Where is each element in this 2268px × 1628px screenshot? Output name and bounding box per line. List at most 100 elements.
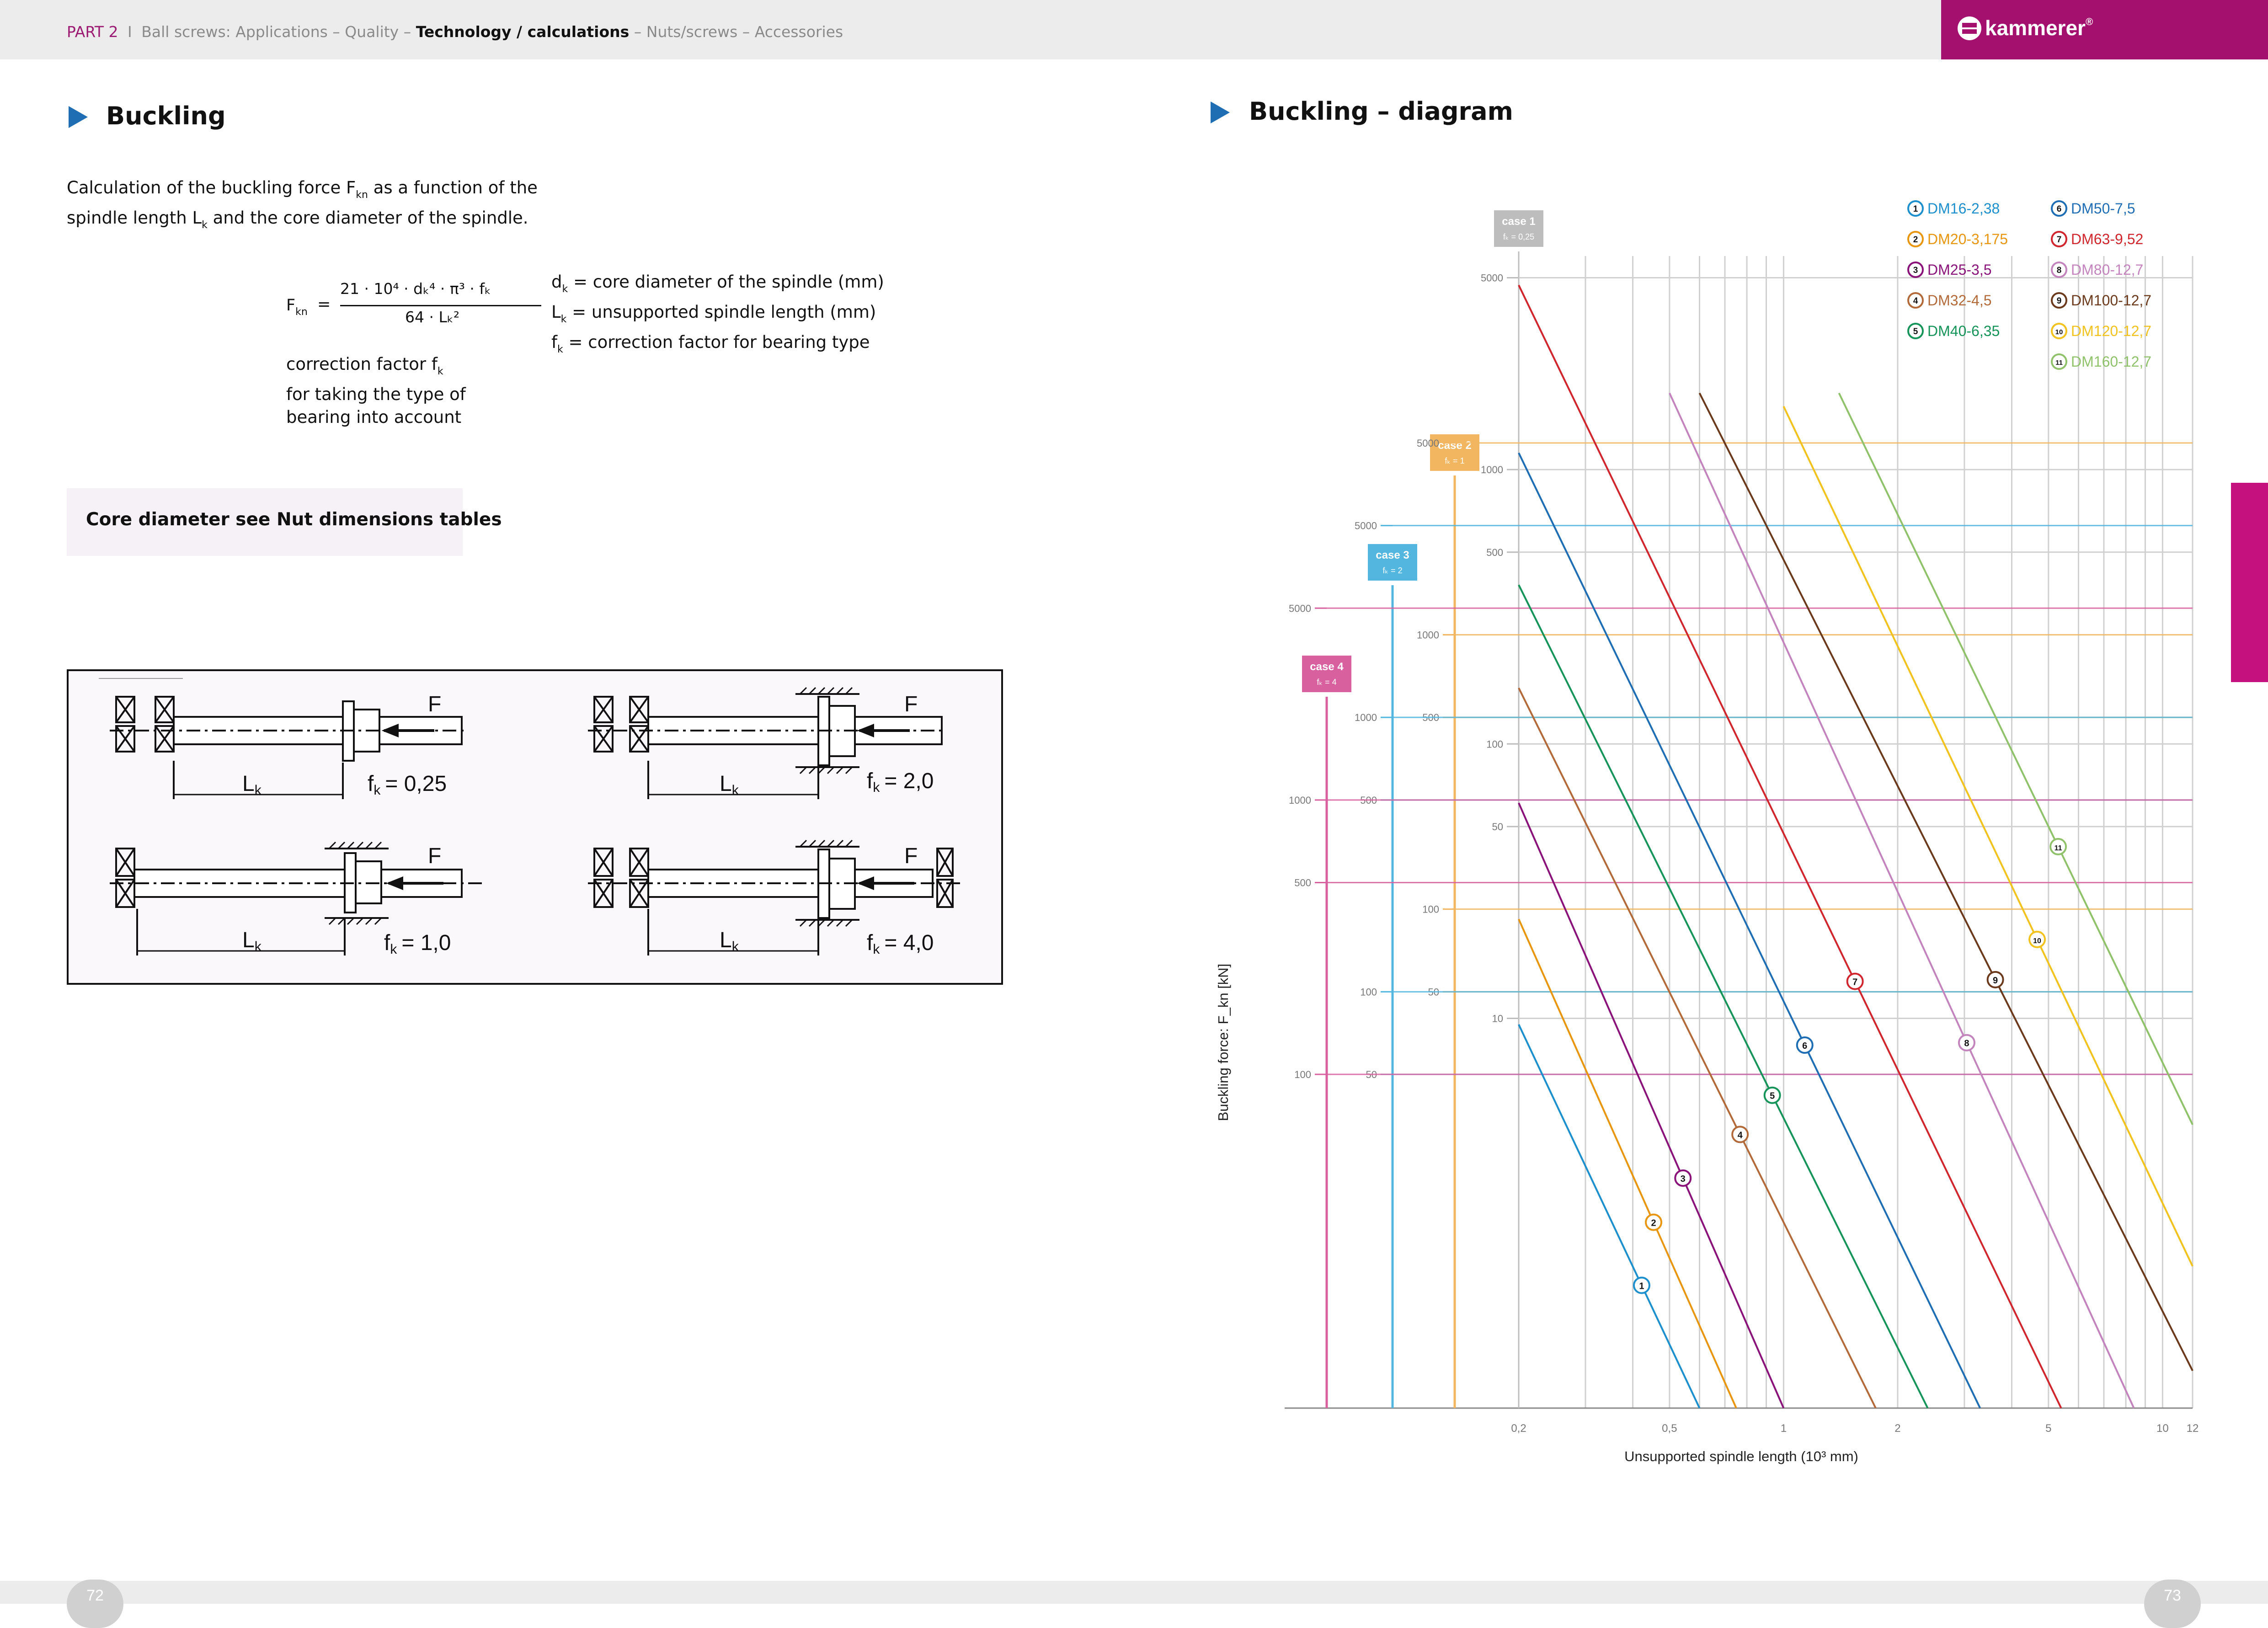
series-line-11 [1838,392,2193,1125]
heading-arrow-icon [1211,101,1230,123]
series-marker-6 [1796,1036,1814,1054]
legend-entry: DM80-12,7 [2071,262,2143,278]
case-label-box [1430,434,1479,471]
correction-sub: k [437,366,443,377]
formula-denominator: 64 · Lₖ² [405,308,460,326]
case1-length-label: Lk [242,772,262,798]
case2-fk-label: fk= 2,0 [867,769,934,795]
series-marker-label: 4 [1738,1130,1743,1140]
legend-marker-label: 11 [2055,359,2063,367]
def-sub: k [557,344,563,355]
legend-marker [1907,292,1924,309]
breadcrumb-after[interactable]: – Nuts/screws – Accessories [634,23,843,41]
series-marker-2 [1645,1213,1663,1231]
case-fk-label: fₖ = 1 [1445,456,1464,465]
case-fk-label: fₖ = 4 [1317,678,1336,687]
case-tick-label: 100 [1360,986,1377,998]
legend-marker [1907,262,1924,278]
series-marker-label: 11 [2055,844,2062,852]
series-line-3 [1518,802,1785,1409]
case4-force-label: F [904,844,918,868]
brand-mark-icon [1958,16,1981,40]
page-number-left: 72 [67,1580,123,1628]
def-text: = unsupported spindle length (mm) [566,302,876,322]
series-line-5 [1518,584,1929,1409]
case1-fk-label: fk= 0,25 [368,772,447,798]
case-fk-label: fₖ = 2 [1382,566,1402,575]
intro-part: spindle length L [67,208,202,228]
series-line-10 [1782,406,2193,1267]
case-label: case 3 [1376,549,1409,561]
legend-marker-label: 7 [2057,235,2062,245]
x-tick-label: 0,5 [1662,1422,1677,1435]
intro-part: and the core diameter of the spindle. [207,208,528,228]
series-marker-label: 3 [1681,1174,1686,1184]
bearing-cases-diagram: F Lk fk= 0,25 F Lk fk= 2,0 F Lk fk= 1,0 … [67,669,1003,985]
x-tick-label: 12 [2187,1422,2199,1435]
breadcrumb-part[interactable]: PART 2 [67,23,118,41]
case-tick-label: 1000 [1417,629,1439,641]
definition-row: dk = core diameter of the spindle (mm) [551,271,884,301]
x-tick-label: 5 [2045,1422,2051,1435]
breadcrumb-current: Technology / calculations [416,23,630,41]
correction-line: for taking the type of [286,384,466,404]
series-line-8 [1669,392,2135,1409]
breadcrumb-before[interactable]: Ball screws: Applications – Quality – [141,23,411,41]
series-line-9 [1698,392,2193,1372]
def-sub: k [562,283,568,295]
legend-marker [2051,231,2067,247]
case-tick-label: 5000 [1355,520,1377,532]
formula-lhs: Fkn [286,296,308,318]
section-heading: Buckling [106,101,226,130]
legend-marker [1907,231,1924,247]
bearing-case-4 [588,839,960,955]
legend-marker-label: 4 [1913,296,1918,306]
diagram-heading: Buckling – diagram [1249,97,1513,126]
bearing-case-1 [110,696,466,799]
formula-symbol: F [286,296,296,315]
legend-entry: DM100-12,7 [2071,292,2151,309]
case-label-box [1302,656,1351,692]
breadcrumb: PART 2 I Ball screws: Applications – Qua… [67,23,843,41]
correction-line: correction factor f [286,354,438,374]
legend-marker [1907,200,1924,217]
page-number-right: 73 [2144,1580,2201,1628]
case2-force-label: F [904,692,918,716]
case-tick-label: 100 [1422,904,1439,915]
intro-part: Calculation of the buckling force F [67,178,356,197]
formula-definitions: dk = core diameter of the spindle (mm) L… [551,271,884,361]
case-tick-label: 500 [1294,877,1311,889]
legend-marker-label: 9 [2057,296,2062,306]
def-symbol: d [551,272,562,292]
formula-fraction-bar [340,305,541,306]
series-marker-label: 7 [1852,977,1857,987]
def-text: = core diameter of the spindle (mm) [568,272,884,292]
legend-entry: DM63-9,52 [2071,231,2143,247]
case3-fk-label: fk= 1,0 [384,931,451,957]
section-tab[interactable] [2231,483,2268,682]
case-label: case 2 [1438,439,1471,452]
breadcrumb-separator: I [128,23,132,41]
heading-arrow-icon [69,106,88,128]
brand-name: kammerer [1985,16,2086,40]
series-marker-1 [1633,1276,1650,1294]
series-marker-5 [1763,1086,1781,1104]
legend-marker [2051,292,2067,309]
legend-entry: DM16-2,38 [1927,200,2000,217]
legend-entry: DM32-4,5 [1927,292,1992,309]
case-fk-label: fₖ = 0,25 [1503,232,1534,241]
formula-equals: = [317,295,331,314]
series-line-4 [1518,687,1877,1409]
case-label: case 1 [1502,215,1535,228]
legend-marker-label: 1 [1913,204,1918,214]
core-diameter-note[interactable]: Core diameter see Nut dimensions tables [67,488,502,556]
case-tick-label: 50 [1492,821,1503,833]
series-line-2 [1518,918,1737,1409]
case-tick-label: 100 [1294,1069,1311,1080]
core-diameter-note-text: Core diameter see Nut dimensions tables [86,509,502,530]
legend-entry: DM25-3,5 [1927,262,1992,278]
case-label: case 4 [1310,661,1344,673]
brand-logo: kammerer® [1941,0,2268,59]
legend-marker [2051,353,2067,370]
intro-sub: kn [356,189,368,201]
